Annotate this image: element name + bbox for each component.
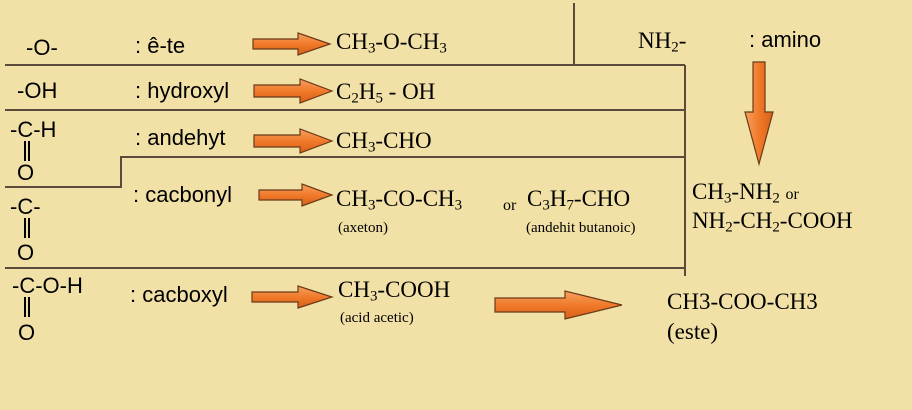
label-ether: : ê-te	[135, 33, 186, 58]
label-aldehyde: : andehyt	[135, 125, 226, 150]
arrow-hydroxyl	[253, 78, 334, 104]
note-ester: (este)	[667, 319, 719, 344]
formula-butanal: C3H7-CHO	[527, 186, 631, 214]
group-carboxyl-top: -C-O-H	[12, 273, 83, 298]
double-bond-carbonyl	[24, 218, 30, 238]
group-carboxyl-oxygen: O	[18, 320, 36, 345]
label-hydroxyl: : hydroxyl	[135, 78, 230, 103]
label-amino: : amino	[749, 27, 822, 52]
group-ether: -O-	[26, 35, 58, 60]
formula-acid: CH3-COOH	[338, 277, 451, 305]
group-hydroxyl: -OH	[17, 78, 58, 103]
note-acetone: (axeton)	[338, 220, 388, 236]
double-bond-aldehyde	[24, 141, 30, 161]
group-amino: NH2-	[638, 28, 687, 56]
group-carbonyl-top: -C-	[10, 194, 41, 219]
formula-ether: CH3-O-CH3	[336, 29, 447, 57]
arrow-carbonyl	[258, 183, 334, 207]
formula-aldehyde: CH3-CHO	[336, 128, 432, 156]
group-aldehyde-top: -C-H	[10, 117, 57, 142]
arrow-aldehyde	[253, 128, 334, 154]
group-aldehyde-oxygen: O	[17, 160, 35, 185]
label-carbonyl: : cacbonyl	[133, 182, 233, 207]
divider-aldehyde-bottom	[5, 156, 685, 188]
formula-ester: CH3-COO-CH3	[667, 289, 818, 314]
formula-alcohol: C2H5 - OH	[336, 79, 436, 107]
formula-amine: CH3-NH2 or	[692, 179, 799, 207]
arrow-to-ester	[494, 290, 623, 320]
formula-ketone: CH3-CO-CH3	[336, 186, 463, 214]
or-word-carbonyl: or	[503, 197, 517, 214]
arrow-carboxyl	[251, 285, 334, 309]
group-carbonyl-oxygen: O	[17, 240, 35, 265]
label-carboxyl: : cacboxyl	[130, 282, 228, 307]
double-bond-carboxyl	[24, 297, 30, 317]
formula-glycine: NH2-CH2-COOH	[692, 208, 853, 236]
note-butanal: (andehit butanoic)	[526, 220, 636, 236]
note-acetic: (acid acetic)	[340, 310, 414, 326]
arrow-ether	[252, 32, 332, 56]
arrow-amino-down	[744, 61, 774, 167]
